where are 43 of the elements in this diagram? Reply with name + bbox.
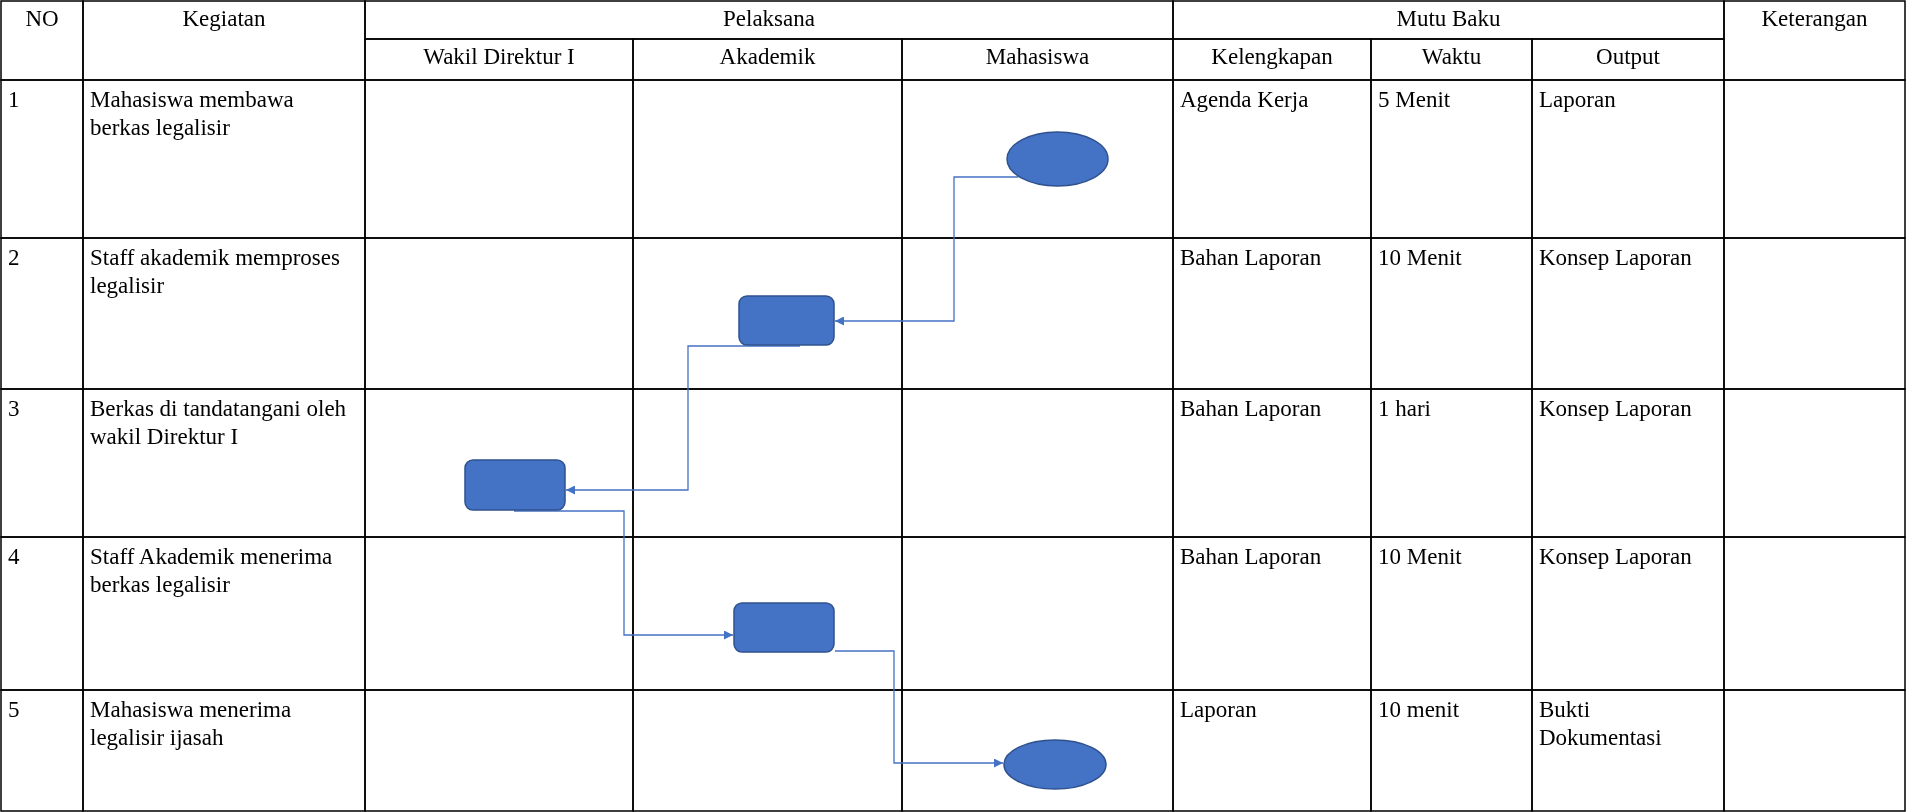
- header-text: Mutu Baku: [1396, 5, 1501, 33]
- row-number: 5: [8, 696, 20, 724]
- standard-text: Bahan Laporan: [1180, 244, 1322, 272]
- output-text: Konsep Laporan: [1539, 395, 1692, 423]
- process-box: [733, 602, 835, 653]
- output-text: Laporan: [1539, 86, 1616, 114]
- row-number: 4: [8, 543, 20, 571]
- header-text: Akademik: [719, 43, 816, 71]
- header-text: NO: [25, 5, 59, 33]
- header-text: Keterangan: [1761, 5, 1868, 33]
- row-number: 3: [8, 395, 20, 423]
- time-text: 10 menit: [1378, 696, 1460, 724]
- process-box: [738, 295, 835, 346]
- activity-text: Staff akademik memproses legalisir: [90, 244, 341, 300]
- arrow: [834, 650, 1004, 768]
- standard-text: Agenda Kerja: [1180, 86, 1309, 114]
- activity-text: Berkas di tandatangani oleh wakil Direktur I: [90, 395, 348, 451]
- output-text: Bukti Dokumentasi: [1539, 696, 1663, 752]
- terminator-ellipse: [1003, 739, 1107, 790]
- header-text: Waktu: [1421, 43, 1482, 71]
- time-text: 10 Menit: [1378, 543, 1462, 571]
- header-text: Mahasiswa: [985, 43, 1090, 71]
- header-text: Kelengkapan: [1211, 43, 1333, 71]
- activity-text: Mahasiswa menerima legalisir ijasah: [90, 696, 293, 752]
- process-box: [464, 459, 566, 511]
- header-text: Pelaksana: [723, 5, 815, 33]
- output-text: Konsep Laporan: [1539, 244, 1692, 272]
- activity-text: Staff Akademik menerima berkas legalisir: [90, 543, 334, 599]
- standard-text: Bahan Laporan: [1180, 543, 1322, 571]
- row-number: 2: [8, 244, 20, 272]
- header-text: Wakil Direktur I: [423, 43, 575, 71]
- arrow: [834, 176, 1019, 326]
- terminator-ellipse: [1006, 131, 1109, 187]
- time-text: 5 Menit: [1378, 86, 1451, 114]
- output-text: Konsep Laporan: [1539, 543, 1692, 571]
- header-text: Kegiatan: [182, 5, 266, 33]
- activity-text: Mahasiswa membawa berkas legalisir: [90, 86, 295, 142]
- time-text: 1 hari: [1378, 395, 1431, 423]
- time-text: 10 Menit: [1378, 244, 1462, 272]
- row-number: 1: [8, 86, 20, 114]
- header-text: Output: [1596, 43, 1660, 71]
- standard-text: Laporan: [1180, 696, 1257, 724]
- standard-text: Bahan Laporan: [1180, 395, 1322, 423]
